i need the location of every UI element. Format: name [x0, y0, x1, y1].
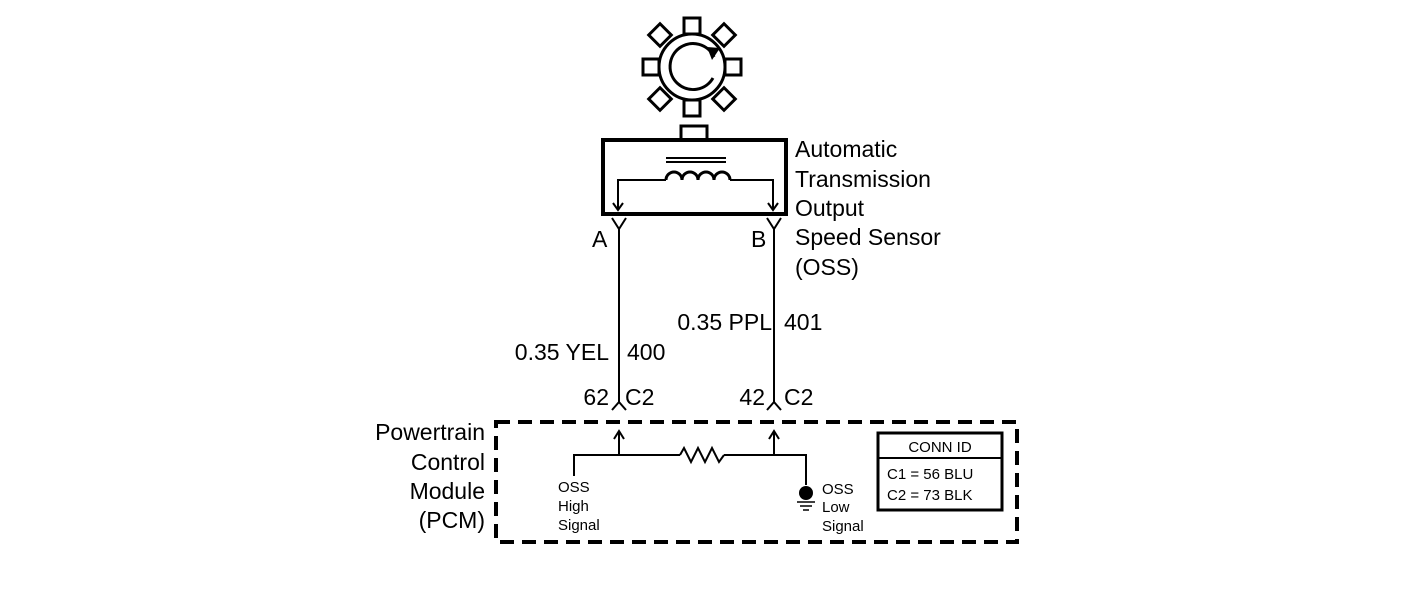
pcm-pin-42-label: 42 [739, 384, 765, 410]
wire-400-circuit-number: 400 [627, 339, 665, 365]
svg-text:Control: Control [411, 449, 485, 475]
svg-text:Automatic: Automatic [795, 136, 897, 162]
oss-sensor-body [601, 124, 788, 216]
wire-401-circuit-number: 401 [784, 309, 822, 335]
resistor-icon [679, 445, 725, 465]
pcm-connector-label: C2 [784, 384, 813, 410]
conn-id-row: C2 = 73 BLK [887, 487, 972, 504]
pcm-pin-62-label: 62 [583, 384, 609, 410]
conn-id-row: C1 = 56 BLU [887, 466, 973, 483]
svg-text:Output: Output [795, 195, 865, 221]
conn-id-box: CONN ID C1 = 56 BLU C2 = 73 BLK [876, 431, 1004, 512]
svg-text:(OSS): (OSS) [795, 254, 859, 280]
svg-text:Signal: Signal [822, 518, 864, 535]
svg-text:Transmission: Transmission [795, 166, 931, 192]
wire-401-gauge-color: 0.35 PPL [677, 309, 772, 335]
pcm-input-circuit [573, 429, 815, 511]
svg-text:Low: Low [822, 499, 850, 516]
svg-text:High: High [558, 498, 589, 515]
wire-400-gauge-color: 0.35 YEL [515, 339, 609, 365]
svg-text:Powertrain: Powertrain [375, 419, 485, 445]
pcm-connector-pins [611, 400, 782, 411]
sensor-name-label: Automatic Transmission Output Speed Sens… [795, 136, 941, 280]
svg-text:Signal: Signal [558, 517, 600, 534]
tone-wheel-icon [641, 16, 743, 118]
pcm-name-label: Powertrain Control Module (PCM) [375, 419, 485, 533]
svg-text:(PCM): (PCM) [419, 507, 485, 533]
svg-text:Module: Module [410, 478, 485, 504]
oss-low-signal-label: OSS Low Signal [822, 481, 864, 535]
svg-text:OSS: OSS [822, 481, 854, 498]
sensor-pin-b-label: B [751, 226, 766, 252]
pcm-connector-label: C2 [625, 384, 654, 410]
svg-text:OSS: OSS [558, 479, 590, 496]
sensor-pin-a-label: A [592, 226, 608, 252]
ground-icon [797, 486, 815, 511]
conn-id-title: CONN ID [908, 439, 972, 456]
oss-high-signal-label: OSS High Signal [558, 479, 600, 534]
pcm-module-box [494, 420, 1019, 544]
svg-text:Speed Sensor: Speed Sensor [795, 224, 941, 250]
